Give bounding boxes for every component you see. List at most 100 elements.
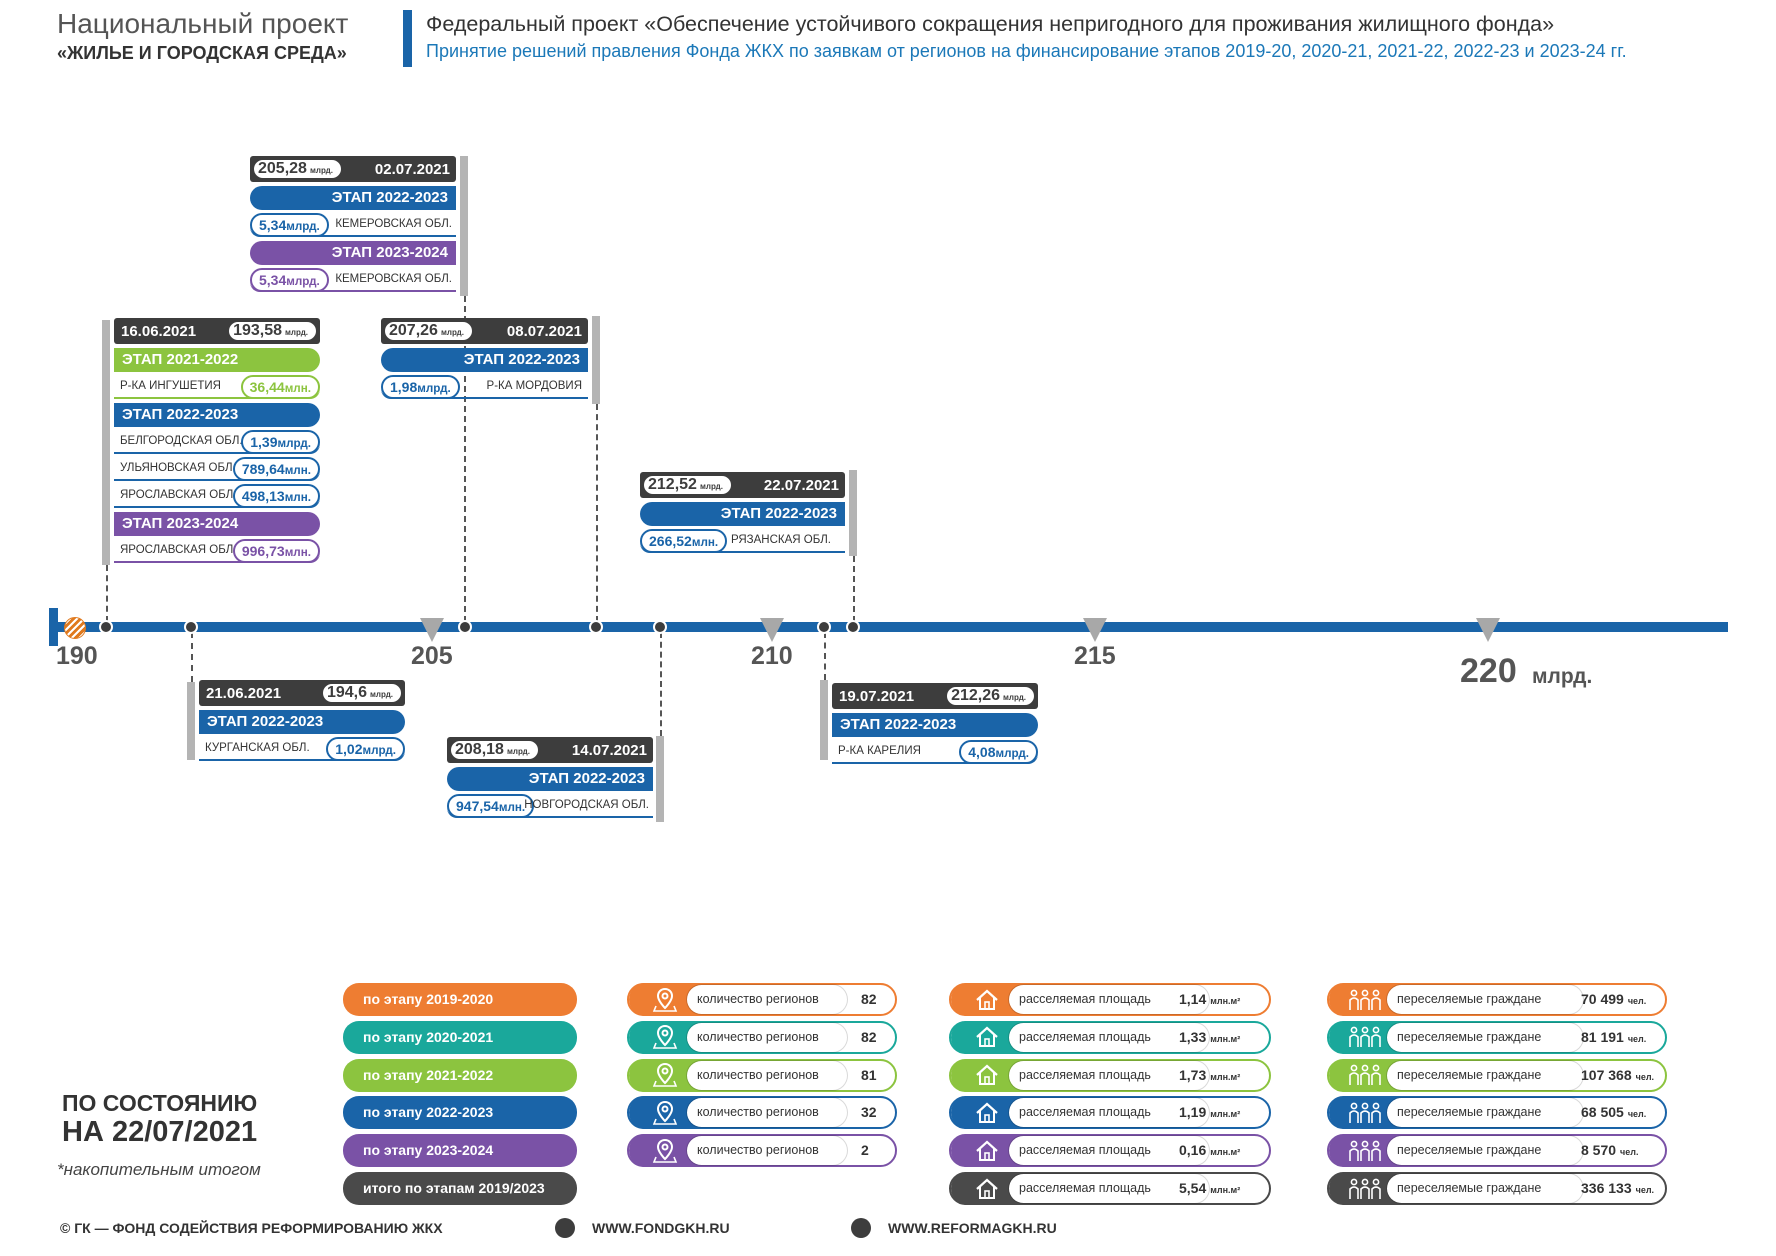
region-name: Р-КА МОРДОВИЯ: [486, 380, 582, 392]
stat-label: переселяемые граждане: [1387, 985, 1583, 1014]
scale-tick: [420, 618, 444, 642]
amount-unit: млн.: [498, 801, 526, 814]
event-connector-line: [191, 632, 193, 682]
region-name: КЕМЕРОВСКАЯ ОБЛ.: [335, 273, 452, 285]
stat-number: 68 505: [1581, 1104, 1624, 1121]
stat-number: 81 191: [1581, 1028, 1624, 1045]
amount-unit: млрд.: [699, 482, 723, 491]
event-connector-line: [464, 296, 466, 622]
region-amount: 1,02млрд.: [326, 737, 405, 761]
stat-unit: млн.м²: [1210, 1109, 1241, 1120]
header-divider: [403, 10, 412, 67]
stat-value: 82: [861, 1023, 877, 1052]
region-row: 5,34млрд. КЕМЕРОВСКАЯ ОБЛ.: [250, 213, 456, 237]
stat-number: 32: [861, 1104, 877, 1121]
stage-summary-label: итого по этапам 2019/2023: [343, 1172, 577, 1205]
event-date: 08.07.2021: [506, 323, 582, 340]
scale-tick: [1476, 618, 1500, 642]
stage-summary-label: по этапу 2022-2023: [343, 1096, 577, 1130]
stat-unit: чел.: [1620, 1147, 1639, 1158]
stat-number: 1,19: [1179, 1104, 1207, 1121]
region-name: Р-КА ИНГУШЕТИЯ: [120, 380, 221, 392]
region-name: Р-КА КАРЕЛИЯ: [838, 745, 921, 757]
event-date: 02.07.2021: [374, 161, 450, 178]
timeline-axis-end: [1720, 622, 1728, 632]
national-project-title: Национальный проект: [57, 8, 349, 39]
amount-value: 789,64: [241, 461, 285, 477]
event-date: 21.06.2021: [206, 685, 282, 702]
amount-unit: млрд.: [285, 328, 308, 337]
amount-value: 266,52: [649, 533, 692, 549]
stat-number: 107 368: [1581, 1066, 1632, 1083]
amount-unit: млн.: [284, 382, 311, 395]
stat-unit: чел.: [1627, 1109, 1647, 1120]
amount-unit: млрд.: [440, 328, 464, 337]
amount-unit: млрд.: [286, 220, 320, 233]
region-amount: 266,52млн.: [640, 529, 728, 553]
stat-unit: чел.: [1627, 996, 1647, 1006]
region-row: 266,52млн. РЯЗАНСКАЯ ОБЛ.: [640, 529, 845, 553]
event-connector-bar: [656, 736, 664, 822]
bullet-dot: [555, 1218, 575, 1238]
event-connector-line: [596, 404, 598, 622]
amount-value: 212,26: [951, 687, 1000, 704]
region-amount: 996,73млн.: [232, 539, 320, 563]
amount-value: 1,39: [250, 434, 278, 450]
event-connector-bar: [187, 682, 195, 760]
amount-unit: млрд.: [995, 747, 1030, 760]
stat-label: переселяемые граждане: [1387, 1174, 1583, 1203]
region-row: ЯРОСЛАВСКАЯ ОБЛ. 996,73млн.: [114, 539, 320, 563]
stat-value: 81: [861, 1061, 877, 1090]
event-date: 16.06.2021: [121, 323, 197, 340]
bullet-dot: [851, 1218, 871, 1238]
amount-unit: млрд.: [506, 747, 530, 756]
region-amount: 5,34млрд.: [250, 268, 329, 292]
stat-label: количество регионов: [687, 1136, 847, 1166]
stat-label: расселяемая площадь: [1009, 1060, 1209, 1090]
stage-summary-label: по этапу 2019-2020: [343, 983, 577, 1016]
region-amount: 789,64млн.: [232, 457, 320, 481]
axis-label-215: 215: [1074, 642, 1116, 670]
stage-label: ЭТАП 2022-2023: [832, 713, 1038, 737]
stat-unit: чел.: [1635, 1185, 1655, 1195]
event-dot: [184, 620, 198, 634]
stat-number: 8 570: [1581, 1142, 1617, 1159]
amount-unit: млрд.: [417, 382, 451, 395]
stat-number: 70 499: [1581, 991, 1624, 1007]
axis-unit: млрд.: [1532, 665, 1593, 688]
region-row: Р-КА КАРЕЛИЯ 4,08млрд.: [832, 740, 1038, 764]
website-link-reformagkh[interactable]: WWW.REFORMAGKH.RU: [888, 1220, 1057, 1236]
stat-value: 82: [861, 985, 877, 1014]
axis-label-220: 220: [1460, 652, 1517, 690]
stat-label: расселяемая площадь: [1009, 1136, 1209, 1166]
stage-label: ЭТАП 2022-2023: [447, 767, 653, 791]
scale-tick: [760, 618, 784, 642]
stat-number: 82: [861, 991, 877, 1007]
stat-number: 81: [861, 1066, 877, 1083]
website-link-fondgkh[interactable]: WWW.FONDGKH.RU: [592, 1220, 730, 1236]
event-date: 14.07.2021: [571, 742, 647, 759]
national-project-subtitle: «ЖИЛЬЕ И ГОРОДСКАЯ СРЕДА»: [57, 43, 347, 63]
event-dot: [99, 620, 113, 634]
